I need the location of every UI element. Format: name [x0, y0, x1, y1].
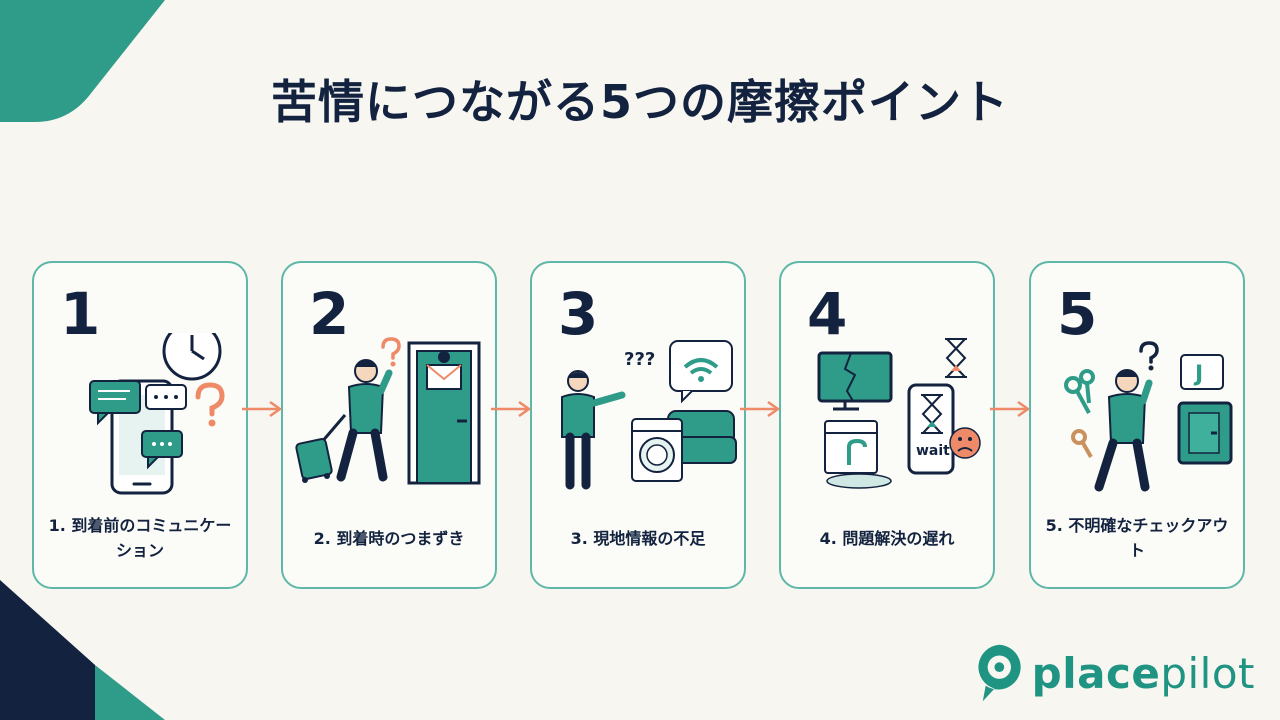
- location-pin-icon: [978, 644, 1021, 702]
- step-number: 3: [558, 280, 599, 348]
- sad-face-icon: [949, 427, 981, 459]
- corner-decoration-bottom-left: [0, 580, 165, 720]
- question-icon: [195, 382, 225, 427]
- page-title: 苦情につながる5つの摩擦ポイント: [270, 75, 1009, 129]
- arrow-right-icon: [242, 400, 283, 418]
- step-label: 4. 問題解決の遅れ: [819, 528, 955, 548]
- step-label: 5. 不明確なチェックアウト: [1045, 516, 1229, 560]
- smartphone-icon: wait: [907, 383, 955, 475]
- step-number: 5: [1057, 280, 1098, 348]
- step-label: 1. 到着前のコミュニケーション: [48, 516, 232, 560]
- wait-text: wait: [916, 443, 950, 459]
- cracked-tv-icon: [817, 351, 893, 411]
- step-card-4: 4 wait 4. 問題解決の遅れ: [779, 261, 995, 589]
- door-icon: [407, 341, 481, 485]
- person-icon: [561, 370, 626, 490]
- hourglass-icon: [921, 338, 967, 434]
- step-label: 3. 現地情報の不足: [570, 528, 706, 548]
- arrow-right-icon: [990, 400, 1031, 418]
- arrow-right-icon: [491, 400, 532, 418]
- question-icon: [1139, 341, 1159, 371]
- clock-icon: [162, 333, 222, 381]
- chat-icon: [89, 380, 187, 470]
- arrival-illustration: [295, 337, 481, 485]
- person-icon: [1094, 369, 1153, 492]
- sign-letter: J: [1193, 362, 1203, 387]
- washing-machine-icon: [631, 418, 683, 482]
- communication-illustration: [89, 333, 225, 495]
- information-illustration: ???: [561, 340, 737, 490]
- sign-icon: J: [1180, 354, 1224, 390]
- arrow-right-icon: [740, 400, 781, 418]
- question-icon: [381, 337, 401, 367]
- person-icon: [336, 359, 393, 482]
- step-number: 4: [807, 280, 848, 348]
- keys-icon: [1064, 369, 1095, 458]
- checkout-illustration: J: [1064, 341, 1233, 492]
- step-number: 2: [309, 280, 350, 348]
- leaking-sink-icon: [824, 420, 892, 489]
- confused-text: ???: [624, 349, 655, 370]
- step-card-2: 2 2. 到着時のつまずき: [281, 261, 497, 589]
- step-number: 1: [60, 280, 101, 348]
- delay-illustration: wait: [817, 338, 981, 489]
- lockbox-icon: [1177, 401, 1233, 465]
- suitcase-icon: [295, 414, 347, 483]
- step-card-5: 5 J 5. 不明確なチェックアウ: [1029, 261, 1245, 589]
- step-label: 2. 到着時のつまずき: [313, 528, 465, 548]
- wifi-icon: [669, 340, 733, 404]
- corner-decoration-top-left: [0, 0, 165, 122]
- step-card-1: 1 1. 到着前のコミュニケーション: [32, 261, 248, 589]
- step-card-3: 3 ??? 3. 現地情報の不足: [530, 261, 746, 589]
- placepilot-logo: placepilot: [975, 640, 1255, 706]
- logo-wordmark: placepilot: [1031, 648, 1255, 698]
